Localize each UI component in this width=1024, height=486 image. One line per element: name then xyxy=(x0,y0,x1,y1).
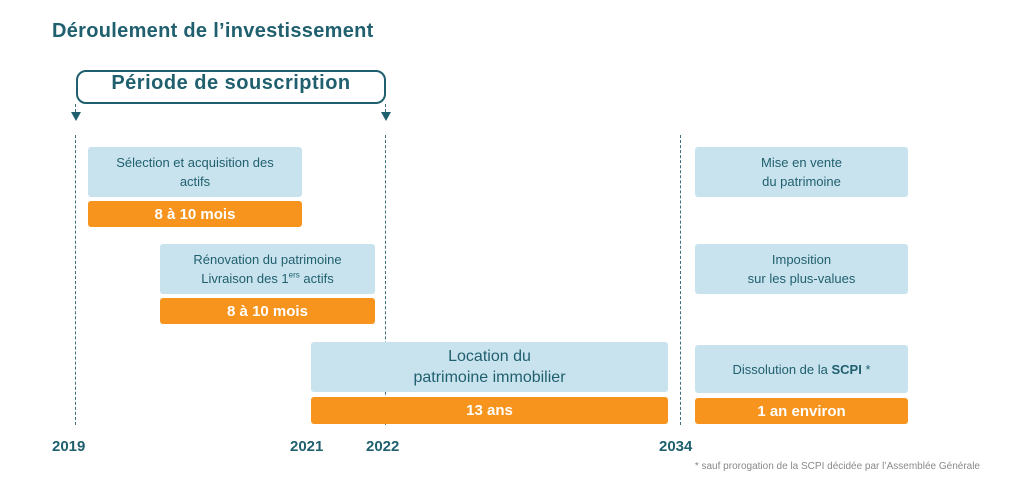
period-start-arrow-icon xyxy=(71,112,81,121)
phase-location-line2: patrimoine immobilier xyxy=(413,369,566,386)
timeline-line-2019 xyxy=(75,135,76,425)
phase-selection-line1: Sélection et acquisition des xyxy=(116,155,274,170)
phase-dissolution-duration-text: 1 an environ xyxy=(757,402,846,420)
phase-location-duration: 13 ans xyxy=(311,397,668,424)
phase-dissolution-text-bold: SCPI xyxy=(831,361,862,377)
timeline-line-2022 xyxy=(385,135,386,425)
phase-renovation-box: Rénovation du patrimoine Livraison des 1… xyxy=(160,244,375,294)
phase-dissolution-box: Dissolution de la SCPI * xyxy=(695,345,908,393)
phase-renovation-line2-sup: ers xyxy=(288,270,300,280)
subscription-period-bracket xyxy=(76,70,386,104)
period-end-arrow-icon xyxy=(381,112,391,121)
period-start-connector xyxy=(75,104,76,112)
phase-renovation-line1: Rénovation du patrimoine xyxy=(193,252,342,267)
phase-dissolution-text-pre: Dissolution de la xyxy=(732,361,832,377)
phase-dissolution-text-post: * xyxy=(861,361,871,377)
phase-selection-duration-text: 8 à 10 mois xyxy=(154,205,236,223)
phase-renovation-duration-text: 8 à 10 mois xyxy=(227,302,308,320)
year-2021: 2021 xyxy=(290,438,324,455)
year-2022: 2022 xyxy=(366,438,400,455)
phase-renovation-line2-pre: Livraison des 1 xyxy=(201,271,289,286)
phase-renovation-line2-post: actifs xyxy=(299,271,334,286)
subscription-period-label: Période de souscription xyxy=(111,72,351,94)
phase-selection-line2: actifs xyxy=(179,174,211,189)
phase-sale-line1: Mise en vente xyxy=(761,155,842,170)
year-2019: 2019 xyxy=(52,438,86,455)
phase-dissolution-duration: 1 an environ xyxy=(695,398,908,424)
timeline-line-2034 xyxy=(680,135,681,425)
phase-sale-line2: du patrimoine xyxy=(762,174,841,189)
phase-taxation-line2: sur les plus-values xyxy=(747,271,856,286)
phase-taxation-box: Imposition sur les plus-values xyxy=(695,244,908,294)
phase-selection-box: Sélection et acquisition des actifs xyxy=(88,147,302,197)
year-2034: 2034 xyxy=(659,438,693,455)
phase-location-duration-text: 13 ans xyxy=(466,402,513,419)
diagram-title: Déroulement de l’investissement xyxy=(52,20,374,42)
phase-location-box: Location du patrimoine immobilier xyxy=(311,342,668,392)
period-end-connector xyxy=(385,104,386,112)
phase-renovation-line2: Livraison des 1ers actifs xyxy=(193,269,341,288)
phase-taxation-line1: Imposition xyxy=(771,252,832,267)
footnote: * sauf prorogation de la SCPI décidée pa… xyxy=(694,461,980,472)
phase-sale-box: Mise en vente du patrimoine xyxy=(695,147,908,197)
phase-renovation-duration: 8 à 10 mois xyxy=(160,298,375,324)
phase-selection-duration: 8 à 10 mois xyxy=(88,201,302,227)
phase-location-line1: Location du xyxy=(448,348,531,365)
